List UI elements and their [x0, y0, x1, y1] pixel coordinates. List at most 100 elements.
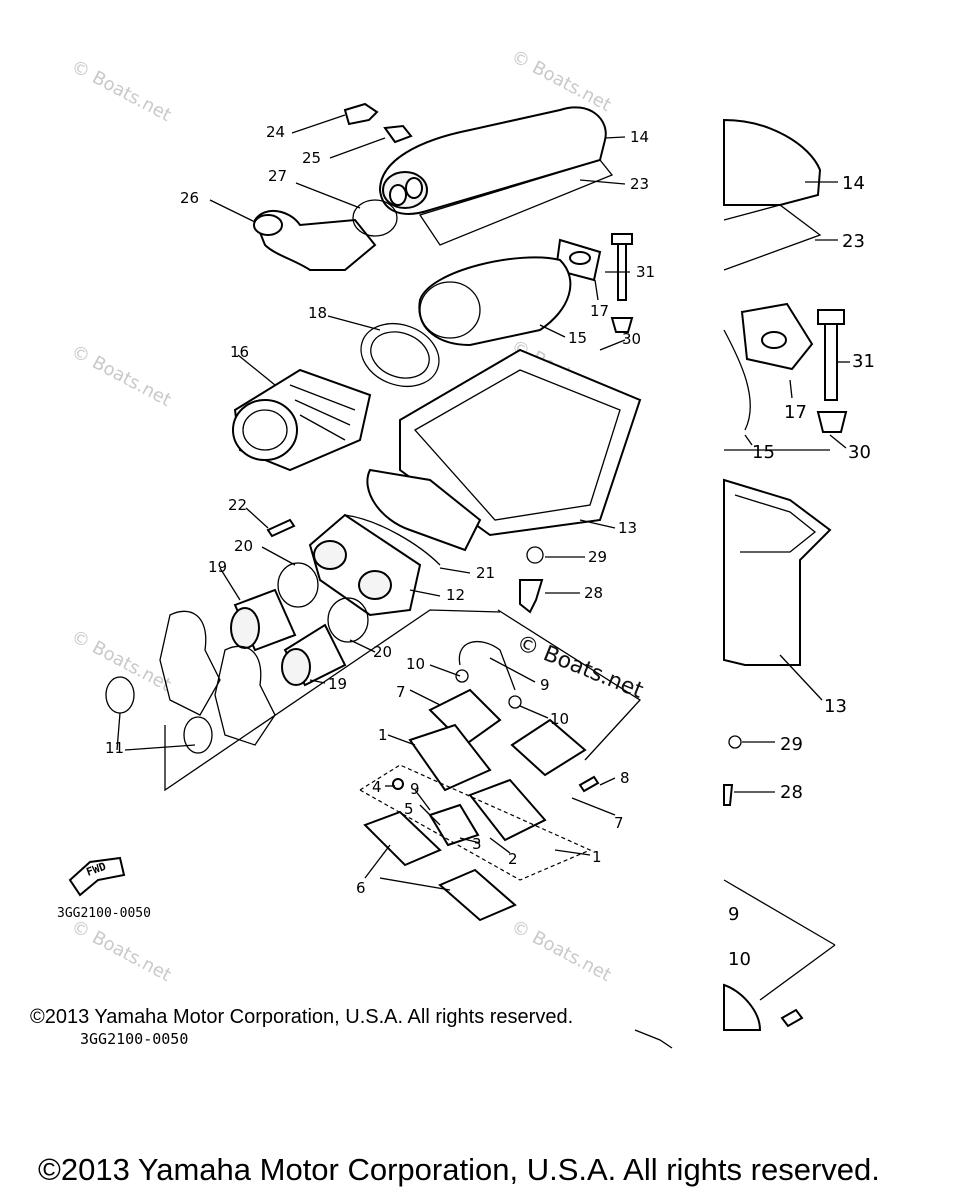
clip-10 — [455, 669, 469, 683]
ring-18 — [360, 323, 440, 387]
callout-label: 30 — [622, 330, 641, 348]
callout-label: 19 — [328, 675, 347, 693]
callout-label: 11 — [105, 739, 124, 757]
callout-label: 22 — [228, 496, 247, 514]
callout-label: 9 — [540, 676, 550, 694]
clamp-20 — [327, 597, 369, 643]
clamp-11 — [105, 676, 135, 714]
zoom-bolt — [780, 1008, 804, 1028]
group-bracket — [497, 609, 642, 761]
zoom-detail-panel: 14 23 31 17 15 30 13 29 28 9 10 — [723, 118, 875, 1031]
copyright-notice-inline: ©2013 Yamaha Motor Corporation, U.S.A. A… — [30, 1006, 574, 1028]
callout-label: 4 — [372, 778, 382, 796]
reed-valve-1 — [408, 723, 492, 792]
gasket-6 — [363, 810, 442, 867]
grommet-hole — [569, 251, 591, 265]
hose-9 — [458, 641, 516, 691]
callout-label: 19 — [208, 558, 227, 576]
arrester-inner — [242, 409, 288, 451]
watermark: © Boats.net — [68, 56, 175, 126]
watermark: © Boats.net — [68, 916, 175, 986]
watermark-overlay: © Boats.net — [513, 630, 647, 704]
zoom-callout-label: 9 — [728, 904, 739, 925]
intake-cover-14 — [378, 106, 607, 215]
clip-24 — [343, 102, 379, 126]
filter-element-15 — [418, 256, 572, 347]
manifold-port — [313, 540, 347, 570]
callout-label: 20 — [234, 537, 253, 555]
carburetor-ghost — [159, 610, 221, 716]
zoom-callout-label: 31 — [852, 351, 875, 372]
bolt-head — [611, 233, 633, 245]
duct-26 — [253, 210, 377, 271]
main-diagram: FWD 3GG2100-0050 24 25 14 23 26 27 31 17… — [57, 102, 655, 922]
callout-label: 18 — [308, 304, 327, 322]
filter-ring — [419, 281, 481, 339]
carburetor-ghost — [214, 645, 276, 746]
group-bracket — [164, 609, 501, 792]
zoom-washer-30 — [816, 411, 848, 433]
assembly-outline — [358, 764, 592, 881]
callout-label: 9 — [410, 780, 420, 798]
arrester-mesh — [289, 384, 356, 441]
callout-label: 2 — [508, 850, 518, 868]
callout-label: 7 — [614, 814, 624, 832]
drawing-code-inline: 3GG2100-0050 — [80, 1030, 189, 1048]
zoom-bracket-28 — [723, 784, 734, 806]
o-ring-21 — [344, 514, 441, 566]
leader-lines — [116, 114, 630, 891]
air-box-inner — [413, 369, 621, 521]
washer-30 — [610, 317, 634, 333]
zoom-leader-lines — [723, 181, 850, 1001]
watermark: © Boats.net — [68, 341, 175, 411]
screw-4 — [392, 778, 404, 790]
zoom-callout-label: 15 — [752, 442, 775, 463]
callout-label: 8 — [620, 769, 630, 787]
zoom-reed-cover — [723, 983, 762, 1031]
callout-label: 10 — [550, 710, 569, 728]
callout-label: 28 — [584, 584, 603, 602]
callout-label: 13 — [618, 519, 637, 537]
bolt-22 — [266, 518, 296, 538]
fwd-arrow-icon — [68, 856, 126, 897]
zoom-callout-label: 14 — [842, 173, 865, 194]
zoom-grommet-hole — [761, 331, 787, 349]
zoom-callout-label: 30 — [848, 442, 871, 463]
callout-label: 16 — [230, 343, 249, 361]
callout-label: 3 — [472, 835, 482, 853]
callout-label: 24 — [266, 123, 285, 141]
gasket-6 — [438, 868, 517, 922]
fragment-stroke — [634, 1029, 673, 1049]
joint-opening — [281, 648, 311, 686]
duct-opening — [253, 214, 283, 236]
air-box-outlet — [366, 468, 482, 552]
bracket-28 — [519, 579, 544, 614]
zoom-callout-label: 10 — [728, 949, 751, 970]
joint-opening — [230, 607, 260, 649]
air-box-13 — [399, 348, 642, 537]
callout-label: 14 — [630, 128, 649, 146]
callout-label: 29 — [588, 548, 607, 566]
callout-label: 12 — [446, 586, 465, 604]
clamp-20 — [277, 562, 319, 608]
zoom-intake-cover-14 — [723, 118, 822, 206]
zoom-air-box-13 — [723, 478, 832, 666]
callout-label: 26 — [180, 189, 199, 207]
ring-18-inner — [370, 331, 430, 379]
zoom-callout-label: 28 — [780, 782, 803, 803]
zoom-air-box-inner — [734, 494, 817, 553]
watermark: © Boats.net — [68, 626, 175, 696]
callout-label: 21 — [476, 564, 495, 582]
zoom-callout-label: 13 — [824, 696, 847, 717]
reed-petal — [428, 803, 480, 847]
clip-29 — [526, 546, 544, 564]
zoom-gasket-23 — [723, 204, 822, 271]
cover-port-hole — [389, 184, 407, 206]
callout-label: 27 — [268, 167, 287, 185]
clamp-27 — [352, 199, 398, 237]
copyright-notice: ©2013 Yamaha Motor Corporation, U.S.A. A… — [38, 1152, 880, 1187]
watermark: © Boats.net — [508, 46, 615, 116]
zoom-callout-label: 29 — [780, 734, 803, 755]
manifold-port — [358, 570, 392, 600]
